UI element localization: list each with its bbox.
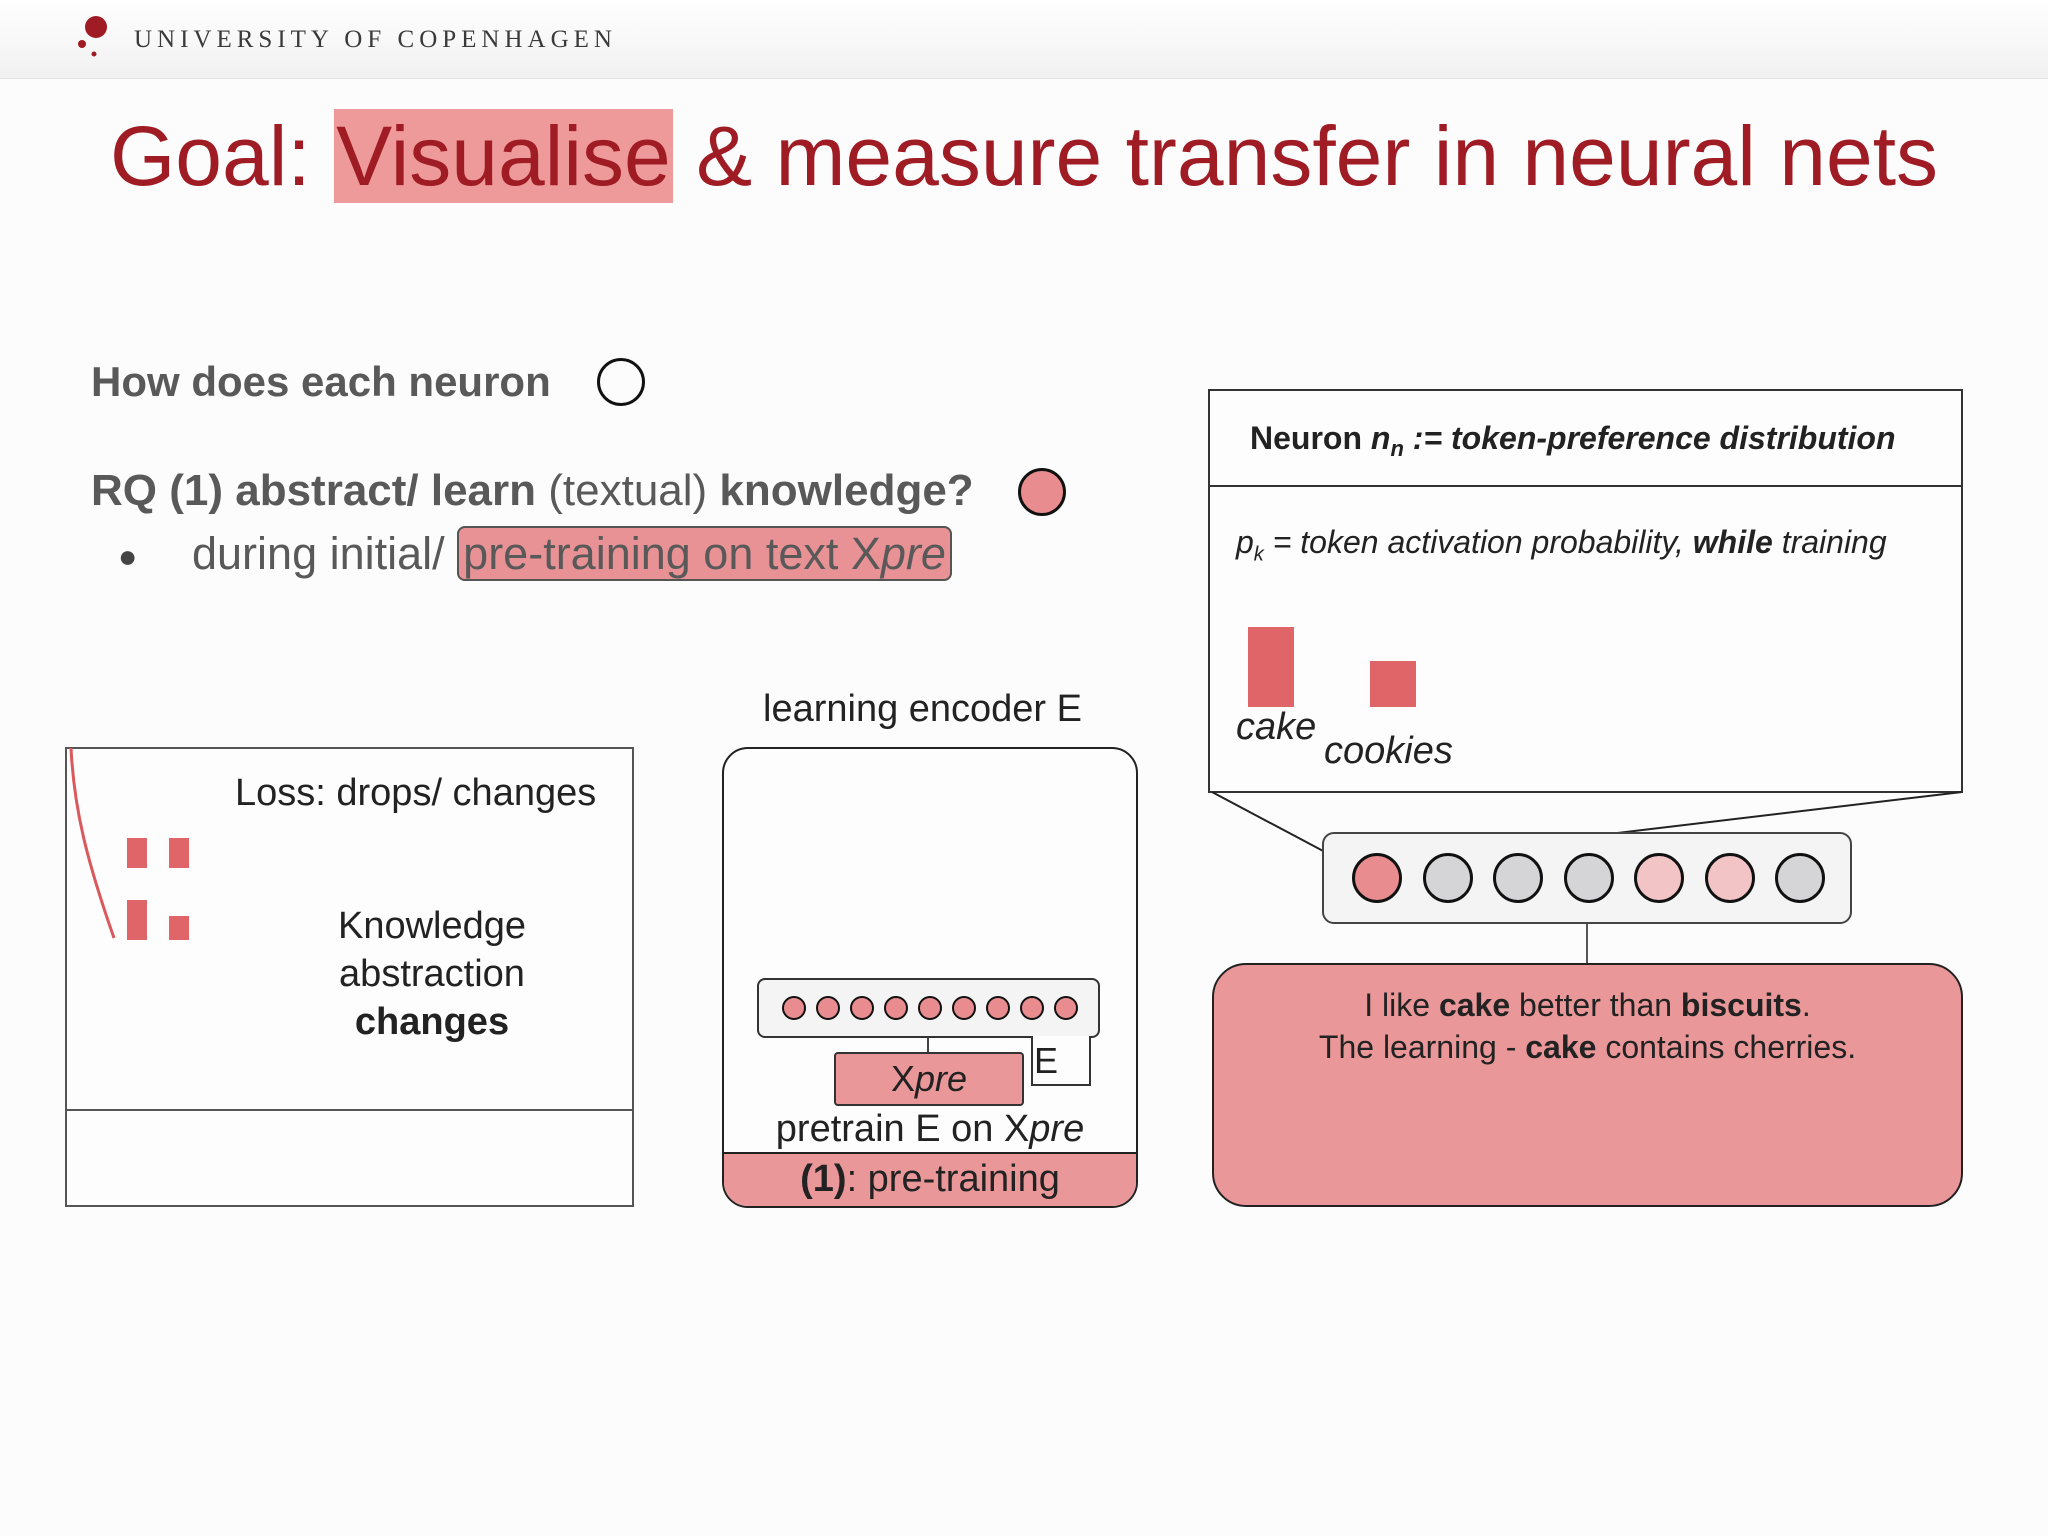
encoder-panel (722, 747, 1138, 1208)
bullet-dot: ● (118, 538, 138, 574)
pretrain-italic: pre (1029, 1108, 1085, 1150)
university-logo (74, 14, 116, 60)
neuron-panel (1208, 389, 1963, 793)
sentence-panel (1212, 963, 1963, 1207)
prob-p: p (1236, 524, 1254, 560)
prob-k: k (1253, 543, 1264, 566)
neuron-panel-title: Neuron nn := token-preference distributi… (1250, 420, 1896, 463)
neuron-panel-divider (1210, 485, 1961, 487)
encoder-neuron (816, 996, 840, 1020)
encoder-neuron (1054, 996, 1078, 1020)
neuron-circle (1352, 853, 1402, 903)
prob-rest: = token activation probability, (1263, 524, 1693, 560)
s1-b: cake (1438, 987, 1511, 1023)
sentence-text: I like cake better than biscuits. The le… (1212, 984, 1963, 1068)
loss-curve (69, 748, 116, 939)
probability-label: pk = token activation probability, while… (1236, 524, 1887, 566)
title-prefix-word: Neuron (1250, 420, 1371, 456)
loss-panel (65, 747, 634, 1207)
title-rest: := token-preference distribution (1403, 420, 1896, 456)
neuron-circle (1775, 853, 1825, 903)
loss-line-3: changes (354, 1001, 510, 1043)
s2-c: contains cherries. (1596, 1029, 1857, 1065)
token-bar-cake (1248, 627, 1294, 707)
s1-c: better than (1510, 987, 1681, 1023)
xpre-input-box: Xpre (834, 1052, 1024, 1106)
s1-a: I like (1364, 987, 1439, 1023)
rq-normal: (textual) (536, 466, 720, 515)
s1-d: biscuits (1680, 987, 1802, 1023)
s2-b: cake (1525, 1029, 1597, 1065)
encoder-neuron (1020, 996, 1044, 1020)
loss-line-2: abstraction (339, 953, 525, 995)
xpre-pre: pre (914, 1058, 968, 1099)
bullet-line: during initial/ pre-training on text Xpr… (192, 526, 952, 581)
research-question: RQ (1) abstract/ learn (textual) knowled… (91, 466, 974, 516)
xpre-x: X (890, 1058, 915, 1099)
university-name: UNIVERSITY OF COPENHAGEN (134, 26, 617, 53)
bullet-highlight-text: pre-training on text X (463, 528, 881, 579)
neuron-circle (1634, 853, 1684, 903)
title-rest: & measure transfer in neural nets (672, 109, 1939, 203)
encoder-neuron (850, 996, 874, 1020)
question-line: How does each neuron (91, 358, 551, 406)
slide-title: Goal: Visualise & measure transfer in ne… (0, 108, 2048, 205)
encoder-neuron (952, 996, 976, 1020)
encoder-connector (927, 1038, 929, 1054)
bullet-highlight: pre-training on text Xpre (457, 526, 952, 581)
s2-a: The learning - (1318, 1029, 1526, 1065)
bullet-highlight-italic: pre (880, 528, 946, 579)
neuron-circle (1493, 853, 1543, 903)
loss-mark (169, 838, 189, 868)
footer-bold: (1) (800, 1158, 847, 1200)
neuron-circle (1422, 853, 1473, 903)
token-bar-cookies (1370, 661, 1416, 707)
title-sub: n (1390, 436, 1404, 462)
rq-bold-1: RQ (1) abstract/ learn (91, 466, 537, 515)
footer-rest: : pre-training (846, 1158, 1060, 1200)
pretrain-label: pretrain E on Xpre (722, 1108, 1138, 1151)
encoder-label: learning encoder E (763, 688, 1082, 730)
loss-title: Loss: drops/ changes (235, 772, 597, 814)
token-label-cookies: cookies (1324, 730, 1453, 772)
header-bar (0, 0, 2048, 79)
sentence-2: The learning - cake contains cherries. (1212, 1026, 1963, 1068)
neuron-outline-icon (597, 358, 645, 406)
e-tag: E (1034, 1040, 1059, 1081)
bullet-prefix: during initial/ (192, 528, 445, 579)
prob-training: training (1772, 524, 1887, 560)
encoder-neuron (918, 996, 942, 1020)
sentence-1: I like cake better than biscuits. (1212, 984, 1963, 1026)
token-label-cake: cake (1236, 706, 1317, 748)
encoder-neuron (884, 996, 908, 1020)
neuron-pink-icon (1018, 468, 1066, 516)
loss-mark (127, 900, 147, 940)
encoder-footer-label: (1): pre-training (722, 1158, 1138, 1201)
e-tag-box (1031, 1036, 1091, 1086)
rq-bold-2: knowledge? (719, 466, 974, 515)
title-highlight: Visualise (334, 109, 673, 203)
encoder-neuron (986, 996, 1010, 1020)
loss-line-1: Knowledge (337, 905, 527, 947)
title-prefix: Goal: (109, 109, 335, 203)
loss-panel-divider (67, 1109, 632, 1111)
question-text: How does each neuron (91, 358, 551, 405)
s1-e: . (1801, 987, 1811, 1023)
loss-mark (169, 916, 189, 940)
pretrain-prefix: pretrain E on X (775, 1108, 1030, 1150)
knowledge-abstraction-label: Knowledge abstraction changes (280, 902, 584, 1046)
loss-mark (127, 838, 147, 868)
encoder-neuron (782, 996, 806, 1020)
prob-while: while (1692, 524, 1773, 560)
encoder-footer (724, 1152, 1136, 1206)
title-n: n (1370, 420, 1391, 456)
neuron-circle (1704, 853, 1755, 903)
neuron-circle (1563, 853, 1614, 903)
